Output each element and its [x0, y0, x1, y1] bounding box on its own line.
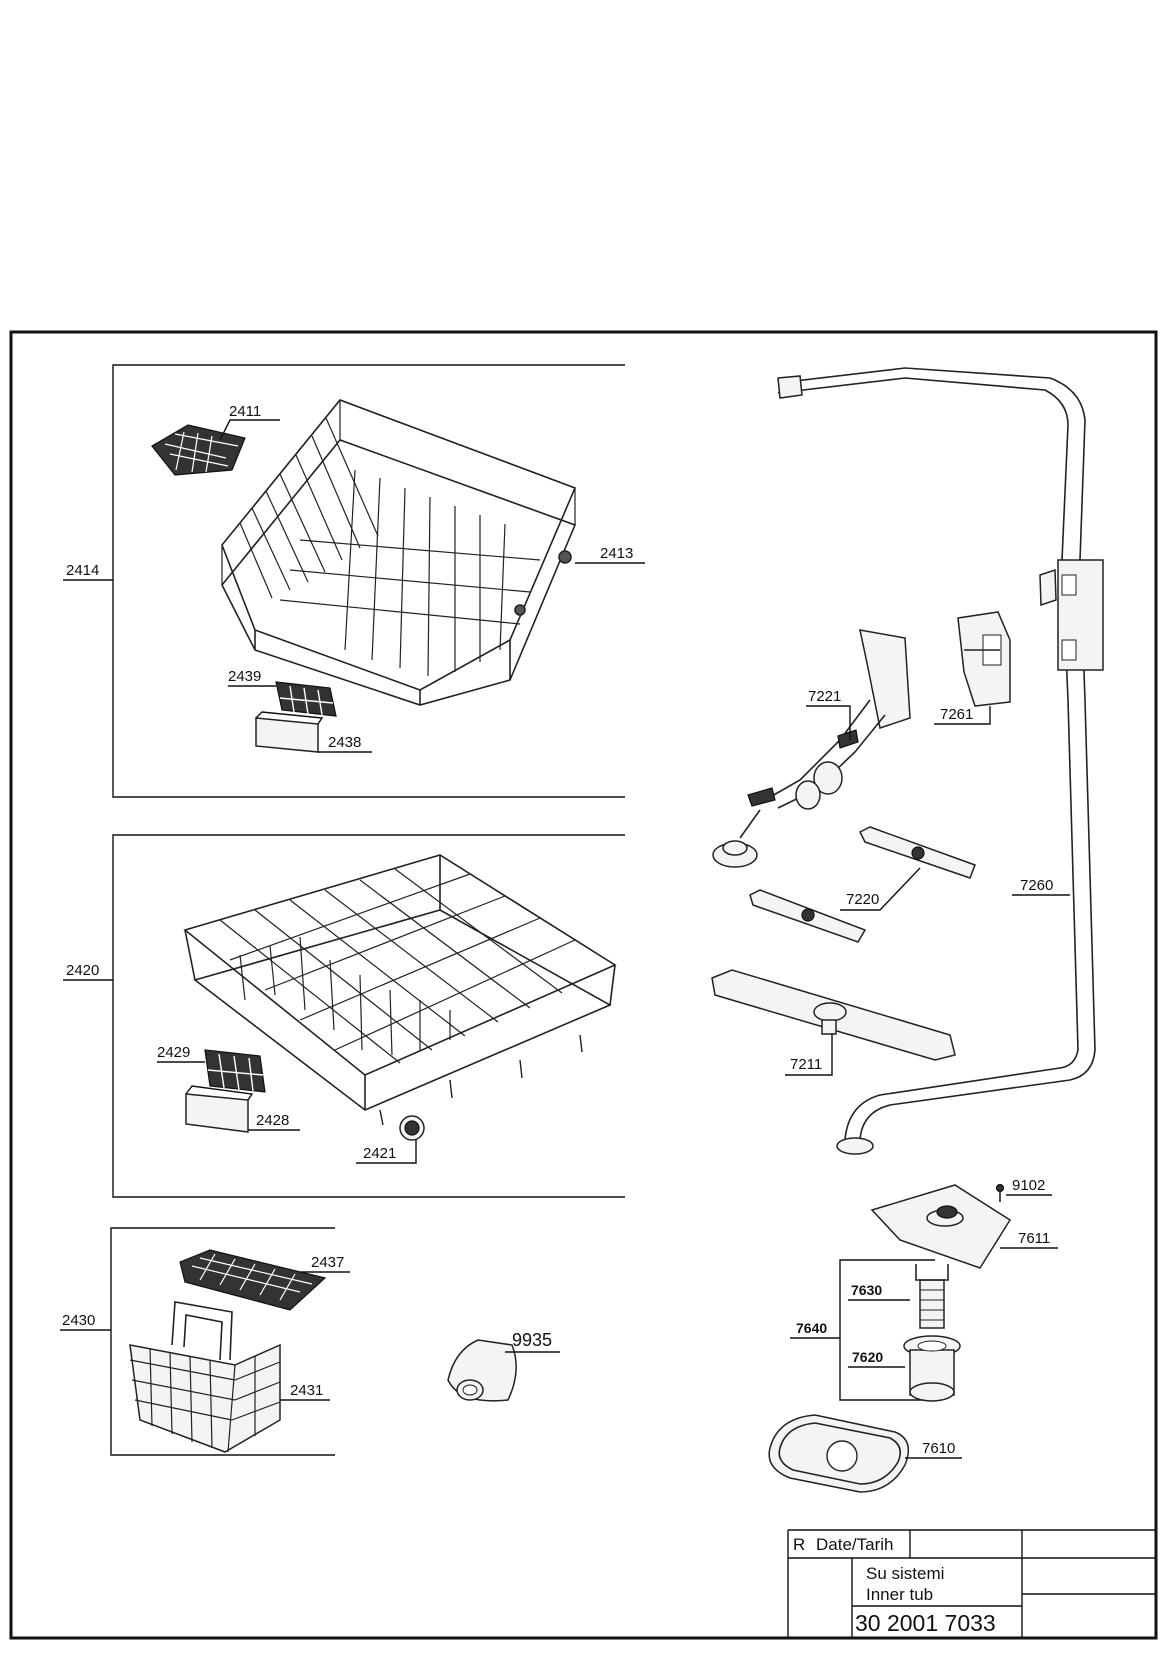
cutlery-basket-group: 2430 2437	[60, 1227, 350, 1456]
part-label-7630: 7630	[851, 1282, 882, 1298]
part-label-2414: 2414	[66, 562, 99, 579]
part-label-2439: 2439	[228, 668, 261, 685]
drawing-frame	[9, 330, 1158, 1640]
part-label-7221: 7221	[808, 688, 841, 705]
part-label-2429: 2429	[157, 1044, 190, 1061]
flap-insert-2429	[204, 1049, 266, 1093]
title-block: R Date/Tarih Su sistemi Inner tub 30 200…	[787, 1529, 1156, 1638]
micro-filter-7630	[915, 1264, 949, 1329]
part-label-2437: 2437	[311, 1254, 344, 1271]
part-label-2428: 2428	[256, 1112, 289, 1129]
lower-basket-group: 2420	[63, 834, 625, 1198]
valve-holder-7261	[957, 611, 1011, 707]
title-block-rev: R	[793, 1535, 805, 1554]
title-block-drawing-number: 30 2001 7033	[855, 1610, 996, 1636]
title-block-date-label: Date/Tarih	[816, 1535, 893, 1554]
part-label-7620: 7620	[852, 1349, 883, 1365]
lower-basket	[183, 854, 617, 1126]
upper-basket	[221, 399, 577, 706]
title-block-name-en: Inner tub	[866, 1585, 933, 1604]
part-label-2420: 2420	[66, 962, 99, 979]
part-label-7610: 7610	[922, 1440, 955, 1457]
part-label-2421: 2421	[363, 1145, 396, 1162]
part-label-9935: 9935	[512, 1330, 552, 1350]
part-label-2431: 2431	[290, 1382, 323, 1399]
part-label-2411: 2411	[229, 403, 261, 420]
sump-cover-7611	[870, 1184, 1012, 1269]
part-label-7260: 7260	[1020, 877, 1053, 894]
part-label-7261: 7261	[940, 706, 973, 723]
upper-basket-group: 2414 2411	[63, 364, 645, 798]
title-block-name-tr: Su sistemi	[866, 1564, 944, 1583]
part-label-2430: 2430	[62, 1312, 95, 1329]
part-label-2413: 2413	[600, 545, 633, 562]
lower-spray-arm-7211	[711, 969, 956, 1061]
cutlery-lid-2437	[179, 1249, 327, 1311]
flat-filter-7610	[768, 1414, 910, 1493]
shelf-insert-2411	[151, 419, 280, 476]
spray-pipe-7221	[712, 629, 911, 868]
flap-housing-2428	[185, 1085, 254, 1133]
part-label-7220: 7220	[846, 891, 879, 908]
screw-9102	[995, 1183, 1005, 1202]
coarse-filter-7620	[903, 1335, 961, 1402]
part-9935	[447, 1339, 517, 1402]
spray-arm-7220	[749, 826, 976, 943]
part-label-9102: 9102	[1012, 1177, 1045, 1194]
flap-insert-2439	[275, 681, 337, 717]
wheel-2421	[399, 1115, 425, 1141]
cutlery-basket-2431	[129, 1301, 281, 1453]
part-label-7640: 7640	[796, 1320, 827, 1336]
part-label-2438: 2438	[328, 734, 361, 751]
part-label-7611: 7611	[1018, 1230, 1050, 1247]
flap-housing-2438	[255, 711, 324, 753]
part-label-7211: 7211	[790, 1056, 822, 1073]
water-pipe-7260	[777, 367, 1104, 1155]
